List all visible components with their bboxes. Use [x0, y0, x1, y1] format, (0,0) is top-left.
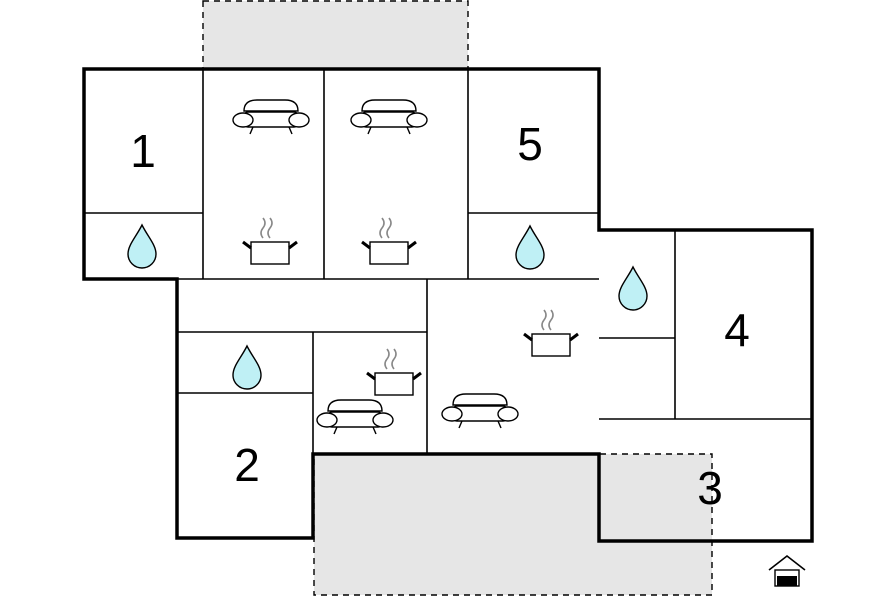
terrace-bottom [313, 453, 713, 596]
sofa-icon [316, 399, 394, 435]
sofa-icon [441, 393, 519, 429]
interior-walls [84, 69, 812, 454]
sofa-icon [232, 99, 310, 135]
room-1-label: 1 [130, 125, 156, 177]
room-5-label: 5 [517, 118, 543, 170]
water-drop-icon [232, 345, 262, 390]
room-2-label: 2 [234, 439, 260, 491]
sofa-icon [350, 99, 428, 135]
water-drop-icon [127, 224, 157, 269]
cooking-pot-icon [365, 347, 423, 397]
cooking-pot-icon [360, 216, 418, 266]
cooking-pot-icon [522, 308, 580, 358]
water-drop-icon [515, 225, 545, 270]
outer-walls [82, 67, 814, 543]
cooking-pot-icon [241, 216, 299, 266]
terrace-top [202, 0, 469, 70]
room-4-label: 4 [724, 304, 750, 356]
water-drop-icon [618, 266, 648, 311]
room-3-label: 3 [697, 462, 723, 514]
house-entrance-icon [768, 554, 806, 587]
